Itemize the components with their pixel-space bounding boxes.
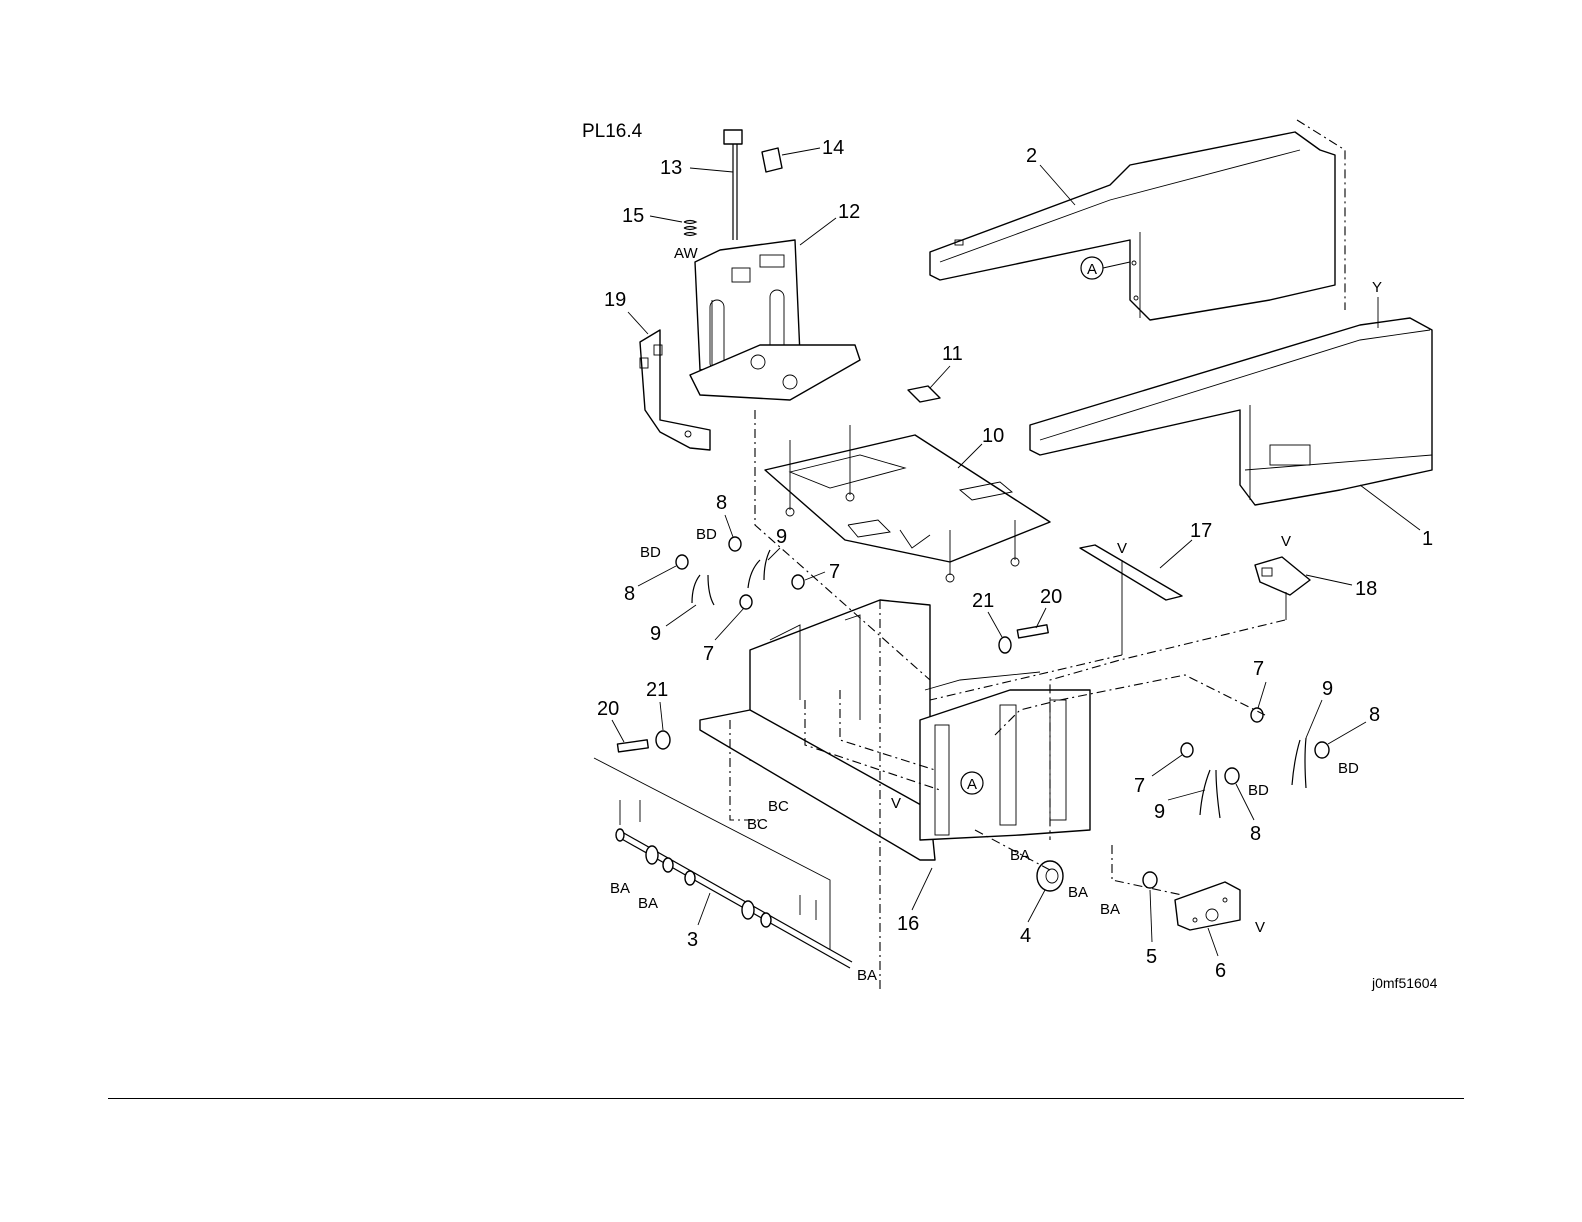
ref-label-bc-1: BC (768, 798, 789, 815)
ref-label-v-6: V (1255, 919, 1265, 936)
part-12-bracket (690, 240, 860, 400)
part-14-cap (762, 148, 782, 172)
part-15-spring (684, 221, 696, 236)
callout-3: 3 (687, 929, 698, 951)
ref-label-v-18: V (1281, 533, 1291, 550)
callout-9-c: 9 (1322, 678, 1333, 700)
part-18-bracket (1255, 557, 1310, 620)
ref-label-aw: AW (674, 245, 698, 262)
callout-5: 5 (1146, 946, 1157, 968)
ref-label-bd-4: BD (1248, 782, 1269, 799)
ref-label-bd-3: BD (1338, 760, 1359, 777)
callout-11: 11 (942, 343, 963, 365)
callout-13: 13 (660, 157, 682, 179)
ref-label-v-frame: V (891, 795, 901, 812)
callout-20-a: 20 (1040, 586, 1062, 608)
callout-15: 15 (622, 205, 644, 227)
callout-9-b: 9 (650, 623, 661, 645)
callout-7-d: 7 (1134, 775, 1145, 797)
callout-2: 2 (1026, 145, 1037, 167)
ref-label-ba-4: BA (1010, 847, 1030, 864)
callout-14: 14 (822, 137, 844, 159)
part-1-lower-cover (1030, 318, 1432, 505)
svg-text:A: A (967, 776, 977, 793)
ref-label-bc-2: BC (747, 816, 768, 833)
callout-17: 17 (1190, 520, 1212, 542)
part-11-small-plate (908, 386, 940, 402)
callout-7-c: 7 (1253, 658, 1264, 680)
callout-4: 4 (1020, 925, 1031, 947)
ref-label-v-17: V (1117, 540, 1127, 557)
callout-7-b: 7 (703, 643, 714, 665)
part-10-tray-plate (765, 425, 1050, 582)
callout-16: 16 (897, 913, 919, 935)
callout-8-a: 8 (716, 492, 727, 514)
part-6-bracket-plate (1175, 882, 1240, 930)
part-13-rod (724, 130, 742, 240)
plate-title: PL16.4 (582, 121, 643, 142)
ref-label-ba-2: BA (638, 895, 658, 912)
callout-9-a: 9 (776, 526, 787, 548)
callout-21-b: 21 (646, 679, 668, 701)
callout-18: 18 (1355, 578, 1377, 600)
part-5-bearing (1143, 872, 1157, 888)
callout-12: 12 (838, 201, 860, 223)
callout-8-c: 8 (1369, 704, 1380, 726)
part-2-upper-cover (930, 132, 1335, 320)
ref-label-bd-1: BD (696, 526, 717, 543)
ref-label-ba-5: BA (1068, 884, 1088, 901)
svg-text:A: A (1087, 261, 1097, 278)
page-footer-rule (108, 1098, 1464, 1099)
ref-label-ba-6: BA (1100, 901, 1120, 918)
ref-label-ba-1: BA (610, 880, 630, 897)
part-17-strip (1080, 545, 1182, 655)
callout-8-b: 8 (624, 583, 635, 605)
callout-9-d: 9 (1154, 801, 1165, 823)
part-4-gear (1037, 861, 1063, 891)
drawing-code: j0mf51604 (1371, 975, 1438, 991)
callout-1: 1 (1422, 528, 1433, 550)
callout-6: 6 (1215, 960, 1226, 982)
callout-21-a: 21 (972, 590, 994, 612)
callout-8-d: 8 (1250, 823, 1261, 845)
callout-10: 10 (982, 425, 1004, 447)
ref-label-ba-3: BA (857, 967, 877, 984)
ref-label-bd-2: BD (640, 544, 661, 561)
callout-7-a: 7 (829, 561, 840, 583)
callout-19: 19 (604, 289, 626, 311)
ref-label-y: Y (1372, 279, 1382, 296)
callout-20-b: 20 (597, 698, 619, 720)
reference-circle-a-upper: A (1081, 257, 1130, 279)
